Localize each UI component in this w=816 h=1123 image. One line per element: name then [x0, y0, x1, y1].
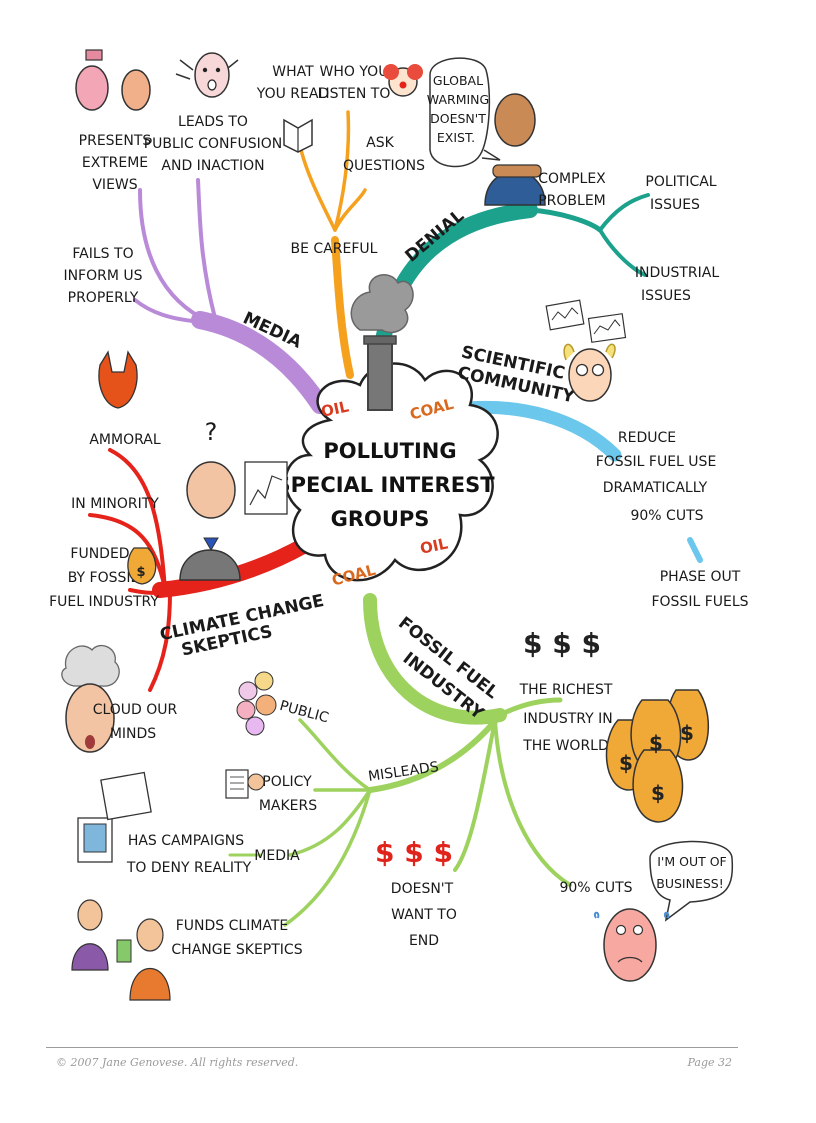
media-fails-2: INFORM US	[63, 268, 142, 284]
denial-bubble-1: GLOBAL	[433, 73, 483, 88]
science-reduce-1: REDUCE	[618, 430, 676, 446]
fossil-funds-1: FUNDS CLIMATE	[176, 918, 289, 934]
science-reduce-2: FOSSIL FUEL USE	[596, 454, 717, 470]
copyright-text: © 2007 Jane Genovese. All rights reserve…	[56, 1056, 299, 1069]
branch-careful: BE CAREFUL	[291, 241, 378, 257]
denial-bubble-4: EXIST.	[437, 130, 475, 145]
money-bags-icon: $ $ $ $	[605, 689, 710, 823]
center-title-line-3: GROUPS	[331, 507, 430, 531]
center-title-line-1: POLLUTING	[323, 439, 456, 463]
fossil-cuts: 90% CUTS	[559, 880, 632, 896]
science-reduce-4: 90% CUTS	[630, 508, 703, 524]
fossil-richest-3: THE WORLD	[522, 738, 609, 754]
media-presents-2: EXTREME	[82, 155, 148, 171]
svg-text:$: $	[649, 731, 663, 755]
svg-text:$: $	[619, 751, 633, 775]
svg-text:$: $	[651, 781, 665, 805]
open-book-icon	[283, 118, 313, 153]
public-faces-icon	[236, 671, 277, 736]
skeptic-funded-1: FUNDED	[70, 546, 129, 562]
careful-what-2: YOU READ	[256, 86, 329, 102]
policy-document-icon	[225, 769, 265, 799]
denial-political-2: ISSUES	[650, 197, 700, 213]
page-number: Page 32	[687, 1056, 732, 1069]
fossil-media: MEDIA	[254, 848, 300, 864]
denial-bubble-3: DOESN'T	[430, 111, 486, 126]
smokestack-icon	[350, 274, 414, 411]
fossil-richest-2: INDUSTRY IN	[523, 711, 613, 727]
skeptic-funded-3: FUEL INDUSTRY	[49, 594, 159, 610]
skeptic-funded-2: BY FOSSIL	[68, 570, 139, 586]
fossil-doesnt-3: END	[409, 933, 439, 949]
speech-bubble-business	[649, 840, 734, 922]
careful-ask-2: QUESTIONS	[343, 158, 425, 174]
fossil-doesnt-2: WANT TO	[391, 907, 457, 923]
fossil-policy-2: MAKERS	[259, 798, 317, 814]
denial-political-1: POLITICAL	[645, 174, 716, 190]
denial-complex-2: PROBLEM	[538, 193, 606, 209]
fossil-dollars-top: $ $ $	[523, 627, 601, 660]
fossil-policy-1: POLICY	[262, 774, 312, 790]
media-leads-2: PUBLIC CONFUSION	[144, 136, 283, 152]
fossil-richest-1: THE RICHEST	[519, 682, 613, 698]
denier-man-icon	[484, 93, 546, 206]
fossil-business-1: I'M OUT OF	[657, 854, 727, 869]
speech-bubble-denial	[429, 57, 501, 168]
skeptic-cloud-1: CLOUD OUR	[93, 702, 178, 718]
careful-branch	[298, 110, 367, 379]
worried-face-icon	[593, 908, 670, 982]
careful-who-1: WHO YOU	[320, 64, 389, 80]
svg-text:$: $	[136, 565, 145, 580]
media-branch	[133, 178, 329, 414]
fossil-doesnt-1: DOESN'T	[391, 881, 454, 897]
media-presents-1: PRESENTS	[79, 133, 152, 149]
fossil-campaigns-2: TO DENY REALITY	[126, 860, 252, 876]
science-phase-2: FOSSIL FUELS	[651, 594, 748, 610]
scientist-icon	[545, 299, 627, 402]
center-oil-top: OIL	[319, 397, 350, 420]
denial-industrial-2: ISSUES	[641, 288, 691, 304]
pig-figures-icon	[75, 49, 151, 111]
skeptic-question-mark: ?	[205, 418, 218, 446]
fossil-funds-2: CHANGE SKEPTICS	[171, 942, 302, 958]
svg-text:$: $	[680, 721, 694, 745]
denial-bubble-2: WARMING	[427, 92, 489, 107]
confused-face-icon	[175, 52, 239, 98]
fossil-campaigns-1: HAS CAMPAIGNS	[128, 833, 244, 849]
media-leads-1: LEADS TO	[178, 114, 248, 130]
footer-rule	[46, 1047, 738, 1048]
money-bag-small-icon: $	[127, 547, 157, 585]
skeptic-cloud-2: MINDS	[110, 726, 156, 742]
devil-icon	[98, 350, 138, 409]
center-oil-bottom: OIL	[418, 534, 449, 557]
skeptic-minority: IN MINORITY	[71, 496, 159, 512]
clown-face-icon	[383, 64, 423, 97]
fossil-branch	[228, 593, 572, 927]
science-reduce-3: DRAMATICALLY	[603, 480, 708, 496]
careful-ask-1: ASK	[366, 135, 394, 151]
denial-industrial-1: INDUSTRIAL	[635, 265, 720, 281]
central-cloud	[284, 362, 499, 582]
science-phase-1: PHASE OUT	[660, 569, 741, 585]
fossil-dollars-red: $ $ $	[375, 836, 453, 869]
careful-what-1: WHAT	[272, 64, 314, 80]
brain-face-icon	[61, 645, 120, 753]
media-leads-3: AND INACTION	[161, 158, 264, 174]
skeptic-professor-icon	[179, 461, 288, 581]
denial-complex-1: COMPLEX	[538, 171, 606, 187]
careful-who-2: LISTEN TO	[318, 86, 391, 102]
skeptic-ammoral: AMMORAL	[89, 432, 160, 448]
bribe-figures-icon	[71, 899, 171, 1001]
fossil-business-2: BUSINESS!	[656, 876, 723, 891]
media-fails-3: PROPERLY	[68, 290, 139, 306]
tv-newspaper-icon	[77, 771, 152, 863]
media-fails-1: FAILS TO	[72, 246, 133, 262]
center-title-line-2: SPECIAL INTEREST	[275, 473, 495, 497]
media-presents-3: VIEWS	[92, 177, 137, 193]
